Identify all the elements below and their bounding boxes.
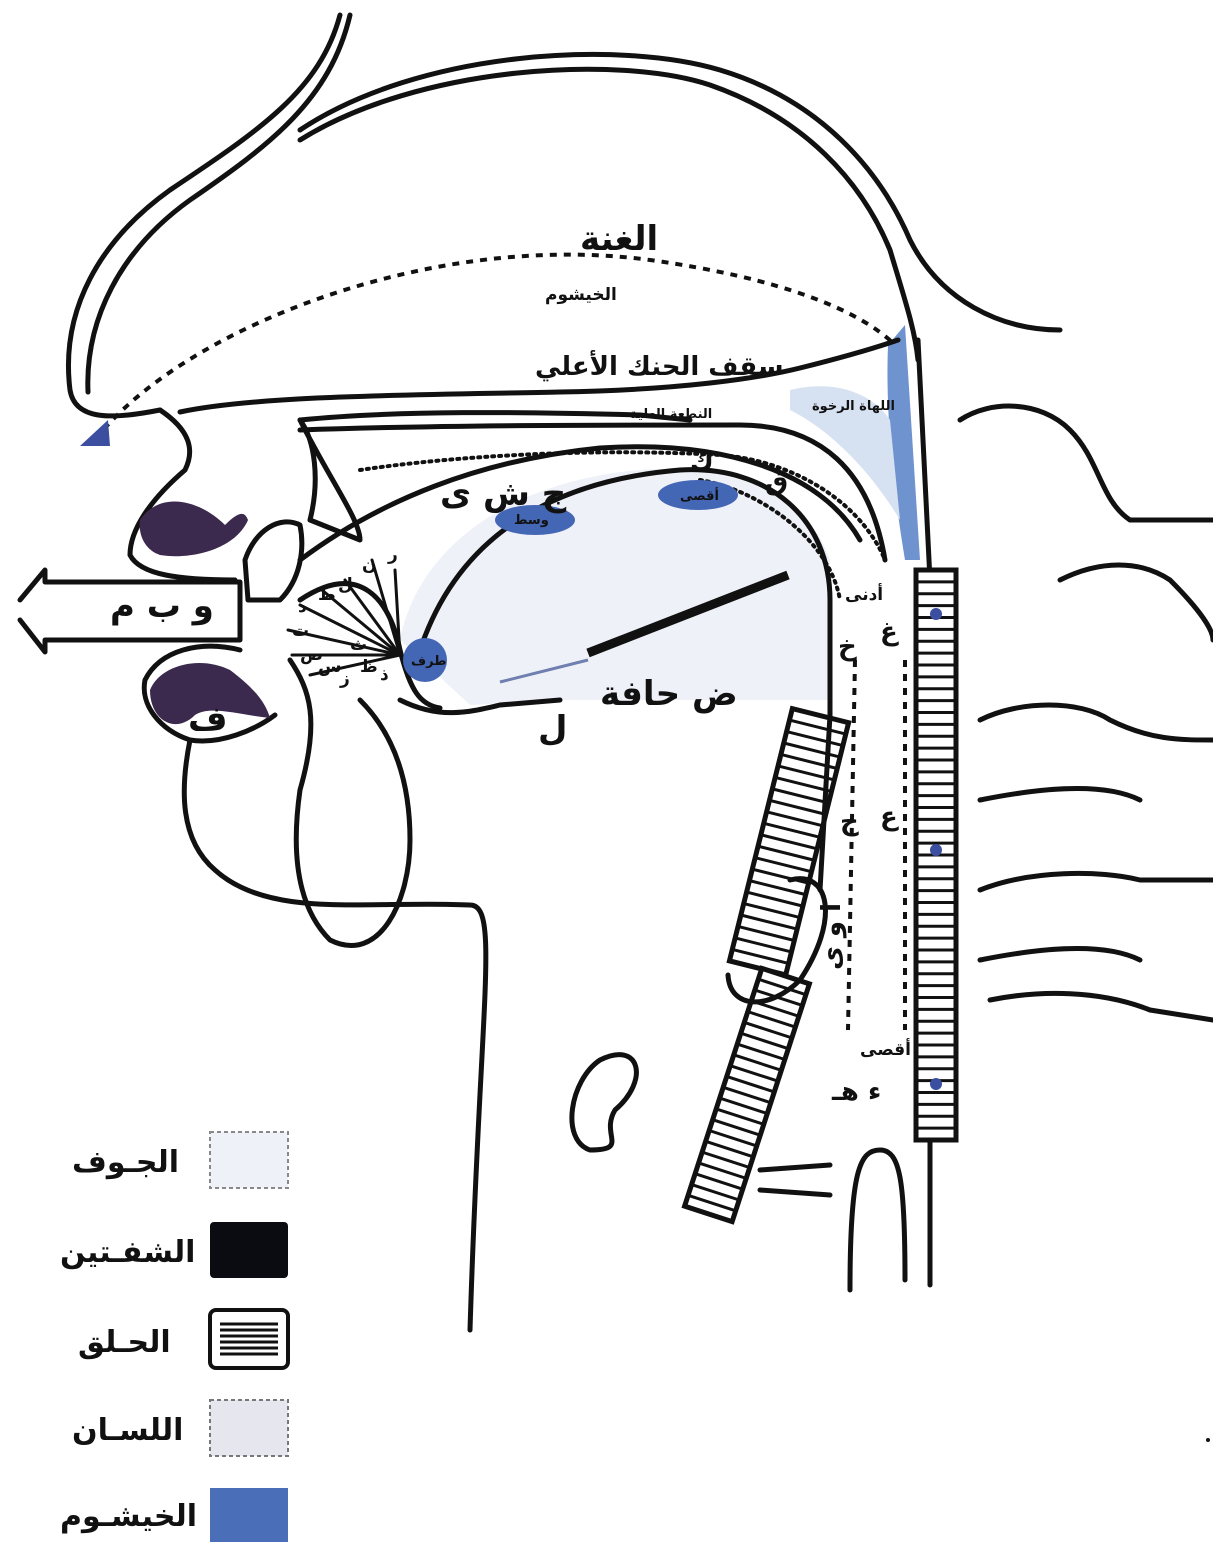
legend-swatch-halq [210, 1310, 288, 1368]
label-ghain: غ [880, 617, 899, 647]
vertebrae [960, 406, 1213, 1020]
label-aqsa-lisan: أقصى [680, 487, 719, 504]
vertebra-dot-2 [930, 844, 942, 856]
upper-teeth [245, 522, 302, 600]
tongue-tip-letter: د [298, 597, 307, 617]
legend-swatch-jawf [210, 1132, 288, 1188]
tongue-tip-letter: ت [292, 621, 309, 641]
tongue-tip-letter: ث [350, 635, 367, 655]
label-nitaa: النطعة العلية [630, 407, 712, 422]
label-faa: ف [188, 699, 228, 739]
tongue-tip-letter: ط [318, 585, 336, 605]
tongue-tip-letter: ر [387, 545, 398, 565]
legend: الجـوف الشفـتين الحـلق اللسـان الخيشـوم [60, 1132, 288, 1542]
legend-label-khayshum: الخيشـوم [60, 1499, 197, 1534]
label-waw-baa-meem: و ب م [110, 586, 214, 626]
label-laam: ل [538, 709, 568, 749]
head-outline-outer [68, 15, 340, 416]
label-hamza-haa: ء هـ [831, 1077, 881, 1107]
legend-swatch-shafatayn [210, 1222, 288, 1278]
upper-lip-fill [140, 501, 248, 556]
label-aqsa: أقصى [860, 1038, 911, 1060]
label-taraf: طرف [411, 654, 446, 669]
nostril-marker [80, 420, 110, 446]
label-haa-mid: ح [840, 807, 859, 837]
hyoid [572, 1055, 637, 1150]
tongue-tip-letter: ن [362, 555, 377, 575]
label-wasat: وسط [514, 513, 549, 528]
vertebra-dot-3 [930, 1078, 942, 1090]
legend-label-jawf: الجـوف [72, 1145, 179, 1180]
legend-swatch-lisan [210, 1400, 288, 1456]
label-ghunna: الغنة [580, 219, 658, 259]
vocal-folds [760, 1165, 830, 1195]
vertebra-dot-1 [930, 608, 942, 620]
label-adna: أدنى [845, 583, 883, 605]
label-khaa: خ [838, 632, 857, 662]
label-roof: سقف الحنك الأعلي [535, 350, 784, 382]
stray-dot [1206, 1438, 1210, 1442]
tongue-tip-letter: س [318, 657, 341, 677]
legend-label-shafatayn: الشفـتين [60, 1235, 195, 1270]
legend-label-lisan: اللسـان [72, 1413, 183, 1448]
legend-swatch-khayshum [210, 1488, 288, 1542]
nasopharynx-fill [887, 325, 920, 560]
legend-label-halq: الحـلق [78, 1325, 171, 1360]
larynx-dashed-left [848, 660, 855, 1030]
label-jeem-sheen-yaa: ج ش ى [440, 474, 567, 514]
esophagus [850, 1150, 905, 1290]
tongue-tip-letter: ز [339, 669, 350, 689]
tongue-tip-letter: ل [338, 575, 353, 595]
label-khayshum-top: الخيشوم [545, 285, 617, 305]
tongue-tip-letter: ظ [360, 657, 378, 677]
palate-to-uvula [300, 420, 360, 540]
tongue-tip-letter: ذ [380, 665, 389, 685]
label-qaaf: ق [765, 467, 788, 497]
skull-curve-inner [300, 69, 918, 360]
label-daad-haffa: ض حافة [600, 674, 738, 714]
skull-curve [300, 54, 1060, 330]
label-kaaf: ك [690, 447, 714, 477]
label-ain: ع [880, 802, 899, 832]
label-alif-waw-yaa: ا و ى [817, 903, 847, 970]
label-lahat: اللهاة الرخوة [812, 399, 895, 414]
